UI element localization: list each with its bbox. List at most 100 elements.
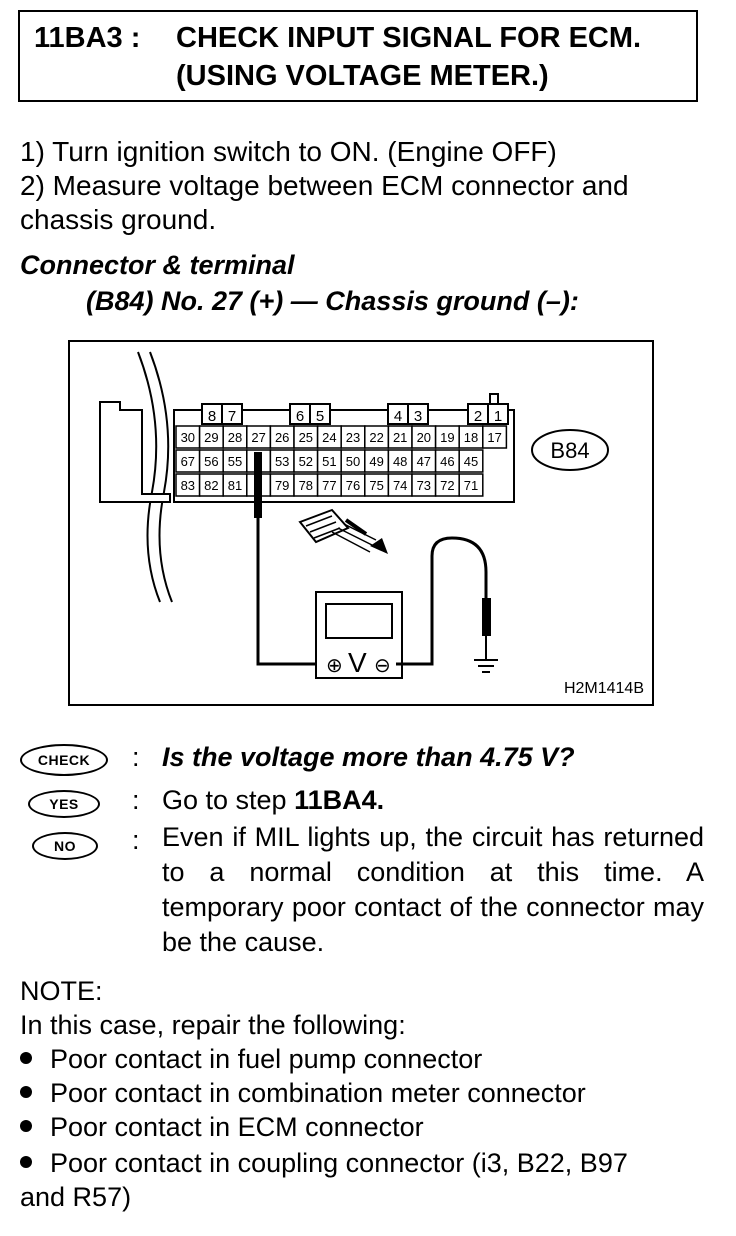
- no-answer: Even if MIL lights up, the circuit has r…: [162, 822, 704, 957]
- cut-line-left: [137, 351, 161, 603]
- pin-cell: [482, 425, 508, 449]
- pin-number: 21: [393, 430, 407, 445]
- note-item-continuation: and R57): [20, 1182, 132, 1212]
- pin-number: 46: [440, 454, 454, 469]
- header-title-line1: CHECK INPUT SIGNAL FOR ECM.: [176, 22, 642, 54]
- note-item-text: Poor contact in fuel pump connector: [50, 1044, 483, 1074]
- pin-number: 27: [251, 430, 265, 445]
- pin-number: 79: [275, 478, 289, 493]
- note-item: Poor contact in ECM connector: [20, 1112, 424, 1143]
- pin-number: 17: [487, 430, 501, 445]
- yes-answer: Go to step 11BA4.: [162, 783, 704, 818]
- minus-terminal: ⊖: [374, 655, 391, 677]
- note-intro: In this case, repair the following:: [20, 1010, 406, 1040]
- pin-number: 25: [299, 430, 313, 445]
- pin-number: 29: [204, 430, 218, 445]
- pin-number: 56: [204, 454, 218, 469]
- no-badge: NO: [32, 832, 98, 860]
- pin-number: 67: [181, 454, 195, 469]
- pin-number: 47: [417, 454, 431, 469]
- pin-number: 73: [417, 478, 431, 493]
- step-code: 11BA3 :: [34, 22, 141, 54]
- pin-number: 19: [440, 430, 454, 445]
- connector-id: B84: [550, 438, 589, 463]
- pin-number: 50: [346, 454, 360, 469]
- pin-number: 24: [322, 430, 336, 445]
- pin-label: 7: [228, 408, 236, 425]
- plus-terminal: ⊕: [326, 655, 343, 677]
- connector-plug-icon: [298, 508, 388, 554]
- yes-step-ref: 11BA4.: [294, 785, 385, 815]
- pin-number: 82: [204, 478, 218, 493]
- connector-top-slots: [201, 393, 509, 425]
- pin-number: 55: [228, 454, 242, 469]
- note-item: Poor contact in coupling connector (i3, …: [20, 1148, 628, 1179]
- bullet-icon: [20, 1085, 32, 1098]
- note-item-text: Poor contact in ECM connector: [50, 1112, 424, 1142]
- pin-cell: [458, 449, 484, 473]
- probe-positive: [254, 452, 262, 518]
- note-item: Poor contact in fuel pump connector: [20, 1044, 482, 1075]
- header-title-line2: (USING VOLTAGE METER.): [176, 60, 549, 92]
- bullet-icon: [20, 1155, 32, 1168]
- voltmeter-display: [325, 603, 393, 639]
- pin-number: 77: [322, 478, 336, 493]
- pin-number: 52: [299, 454, 313, 469]
- yes-colon: :: [132, 785, 140, 815]
- pin-number: 45: [464, 454, 478, 469]
- pin-label: 3: [414, 408, 422, 425]
- connector-heading: Connector & terminal: [20, 250, 295, 280]
- step-2: 2) Measure voltage between ECM connector…: [20, 170, 629, 201]
- ground-icon: [474, 659, 498, 673]
- cut-line-right: [149, 351, 173, 603]
- connector-id-oval: [531, 429, 609, 471]
- bullet-icon: [20, 1119, 32, 1132]
- pin-number: 71: [464, 478, 478, 493]
- probe-negative: [482, 598, 491, 636]
- pin-number: 78: [299, 478, 313, 493]
- pin-number: 20: [417, 430, 431, 445]
- pin-number: 28: [228, 430, 242, 445]
- yes-answer-text: Go to step: [162, 785, 295, 815]
- note-item-text: Poor contact in combination meter connec…: [50, 1078, 586, 1108]
- figure-code: H2M1414B: [563, 680, 644, 697]
- connector-flange: [99, 401, 171, 503]
- note-item: Poor contact in combination meter connec…: [20, 1078, 586, 1109]
- bullet-icon: [20, 1051, 32, 1064]
- pin-number: 26: [275, 430, 289, 445]
- pin-number: 49: [369, 454, 383, 469]
- step-1: 1) Turn ignition switch to ON. (Engine O…: [20, 136, 557, 167]
- check-badge: CHECK: [20, 744, 108, 776]
- pin-number: 53: [275, 454, 289, 469]
- yes-badge: YES: [28, 790, 100, 818]
- lead-negative: [396, 536, 488, 666]
- pin-cell: [458, 473, 484, 497]
- pin-number: 74: [393, 478, 407, 493]
- connector-subtitle: (B84) No. 27 (+) — Chassis ground (–):: [86, 286, 579, 316]
- pin-number: 18: [464, 430, 478, 445]
- pin-number: 76: [346, 478, 360, 493]
- check-question: Is the voltage more than 4.75 V?: [162, 742, 575, 772]
- pin-number: 51: [322, 454, 336, 469]
- pin-label: 6: [296, 408, 304, 425]
- pin-label: 4: [394, 408, 402, 425]
- check-colon: :: [132, 742, 140, 772]
- note-item-text: Poor contact in coupling connector (i3, …: [50, 1148, 628, 1178]
- meter-symbol: V: [348, 647, 367, 678]
- pin-number: 81: [228, 478, 242, 493]
- lead-positive: [256, 518, 316, 666]
- pin-label: 5: [316, 408, 324, 425]
- note-heading: NOTE:: [20, 976, 103, 1006]
- no-colon: :: [132, 825, 140, 855]
- pin-number: 22: [369, 430, 383, 445]
- pin-label: 1: [494, 408, 502, 425]
- pin-number: 83: [181, 478, 195, 493]
- pin-number: 72: [440, 478, 454, 493]
- pin-number: 75: [369, 478, 383, 493]
- header-box: 11BA3 : CHECK INPUT SIGNAL FOR ECM. (USI…: [18, 10, 698, 102]
- pin-number: 23: [346, 430, 360, 445]
- step-2-continuation: chassis ground.: [20, 204, 217, 235]
